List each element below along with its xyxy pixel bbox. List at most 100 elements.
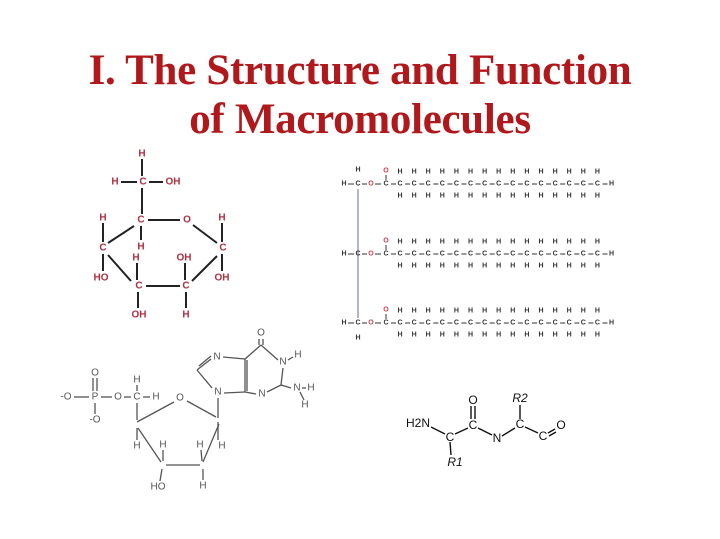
atom-label: H xyxy=(159,440,166,451)
atom-label: C xyxy=(524,181,529,188)
atom-label: H xyxy=(538,263,543,270)
atom-label: C xyxy=(482,251,487,258)
bond xyxy=(266,384,282,393)
atom-label: C xyxy=(595,181,600,188)
atom-label: H xyxy=(595,193,600,200)
atom-label: H xyxy=(538,239,543,246)
atom-label: H xyxy=(482,193,487,200)
atom-label: C xyxy=(524,320,529,327)
atom-label: H xyxy=(609,320,614,327)
bond xyxy=(223,391,246,394)
atom-label: C xyxy=(496,181,501,188)
atom-label: C xyxy=(538,320,543,327)
atom-label: C xyxy=(524,251,529,258)
bond xyxy=(136,401,175,423)
atom-label: C xyxy=(440,320,445,327)
atom-label: R2 xyxy=(512,391,528,405)
atom-label: H xyxy=(595,239,600,246)
atom-label: H xyxy=(524,332,529,339)
atom-label: H xyxy=(609,251,614,258)
atom-label: O xyxy=(556,418,565,432)
atom-label: H xyxy=(133,441,140,452)
atom-label: H xyxy=(341,181,346,188)
atom-label: HO xyxy=(94,273,109,284)
atom-label: H xyxy=(482,239,487,246)
atom-label: O xyxy=(91,368,99,379)
bond xyxy=(159,468,163,482)
atom-label: H xyxy=(567,169,572,176)
atom-label: H xyxy=(595,332,600,339)
atom-label: H xyxy=(397,169,402,176)
atom-label: H xyxy=(468,332,473,339)
atom-label: P xyxy=(92,392,99,403)
atom-label: OH xyxy=(177,253,192,264)
atom-label: H2N xyxy=(406,416,430,430)
atom-label: H xyxy=(454,332,459,339)
atom-label: C xyxy=(553,320,558,327)
bond xyxy=(222,356,246,360)
atom-label: H xyxy=(426,193,431,200)
atom-label: H xyxy=(196,440,203,451)
atom-label: H xyxy=(553,263,558,270)
bond xyxy=(196,369,213,389)
bond xyxy=(260,344,279,361)
atom-label: H xyxy=(397,308,402,315)
atom-label: C xyxy=(412,320,417,327)
atom-label: H xyxy=(482,263,487,270)
atom-label: H xyxy=(538,193,543,200)
atom-label: H xyxy=(454,239,459,246)
atom-label: H xyxy=(341,251,346,258)
atom-label: H xyxy=(426,169,431,176)
atom-label: H xyxy=(440,239,445,246)
bond xyxy=(280,384,292,389)
bond xyxy=(198,355,212,367)
atom-label: HO xyxy=(151,482,166,493)
bond xyxy=(244,391,257,395)
atom-label: H xyxy=(538,332,543,339)
atom-label: C xyxy=(581,251,586,258)
atom-label: H xyxy=(454,308,459,315)
atom-label: H xyxy=(468,263,473,270)
atom-label: C xyxy=(516,417,525,431)
bond xyxy=(501,427,516,437)
bond xyxy=(449,441,452,456)
bond xyxy=(191,255,218,282)
bond xyxy=(299,391,305,401)
bond xyxy=(454,427,469,435)
atom-label: C xyxy=(133,392,140,403)
atom-label: H xyxy=(199,481,206,492)
atom-label: H xyxy=(482,169,487,176)
atom-label: H xyxy=(341,320,346,327)
atom-label: C xyxy=(510,320,515,327)
atom-label: C xyxy=(139,177,146,188)
atom-label: H xyxy=(567,332,572,339)
atom-label: O xyxy=(368,251,374,258)
atom-label: O xyxy=(383,168,389,175)
atom-label: O xyxy=(114,392,122,403)
atom-label: H xyxy=(581,332,586,339)
atom-label: H xyxy=(496,169,501,176)
atom-label: N xyxy=(258,389,265,400)
atom-label: H xyxy=(581,193,586,200)
atom-label: H xyxy=(595,169,600,176)
atom-label: H xyxy=(426,308,431,315)
atom-label: C xyxy=(581,181,586,188)
atom-label: C xyxy=(137,215,144,226)
atom-label: C xyxy=(510,251,515,258)
atom-label: H xyxy=(440,169,445,176)
atom-label: C xyxy=(482,320,487,327)
bond xyxy=(287,356,294,361)
atom-label: H xyxy=(182,310,189,321)
atom-label: C xyxy=(553,181,558,188)
atom-label: H xyxy=(581,169,586,176)
atom-label: H xyxy=(152,392,159,403)
atom-label: C xyxy=(454,320,459,327)
atom-label: O xyxy=(183,215,191,226)
atom-label: C xyxy=(397,251,402,258)
atom-label: C xyxy=(553,251,558,258)
atom-label: C xyxy=(468,181,473,188)
atom-label: O xyxy=(468,393,477,407)
atom-label: N xyxy=(493,431,502,445)
